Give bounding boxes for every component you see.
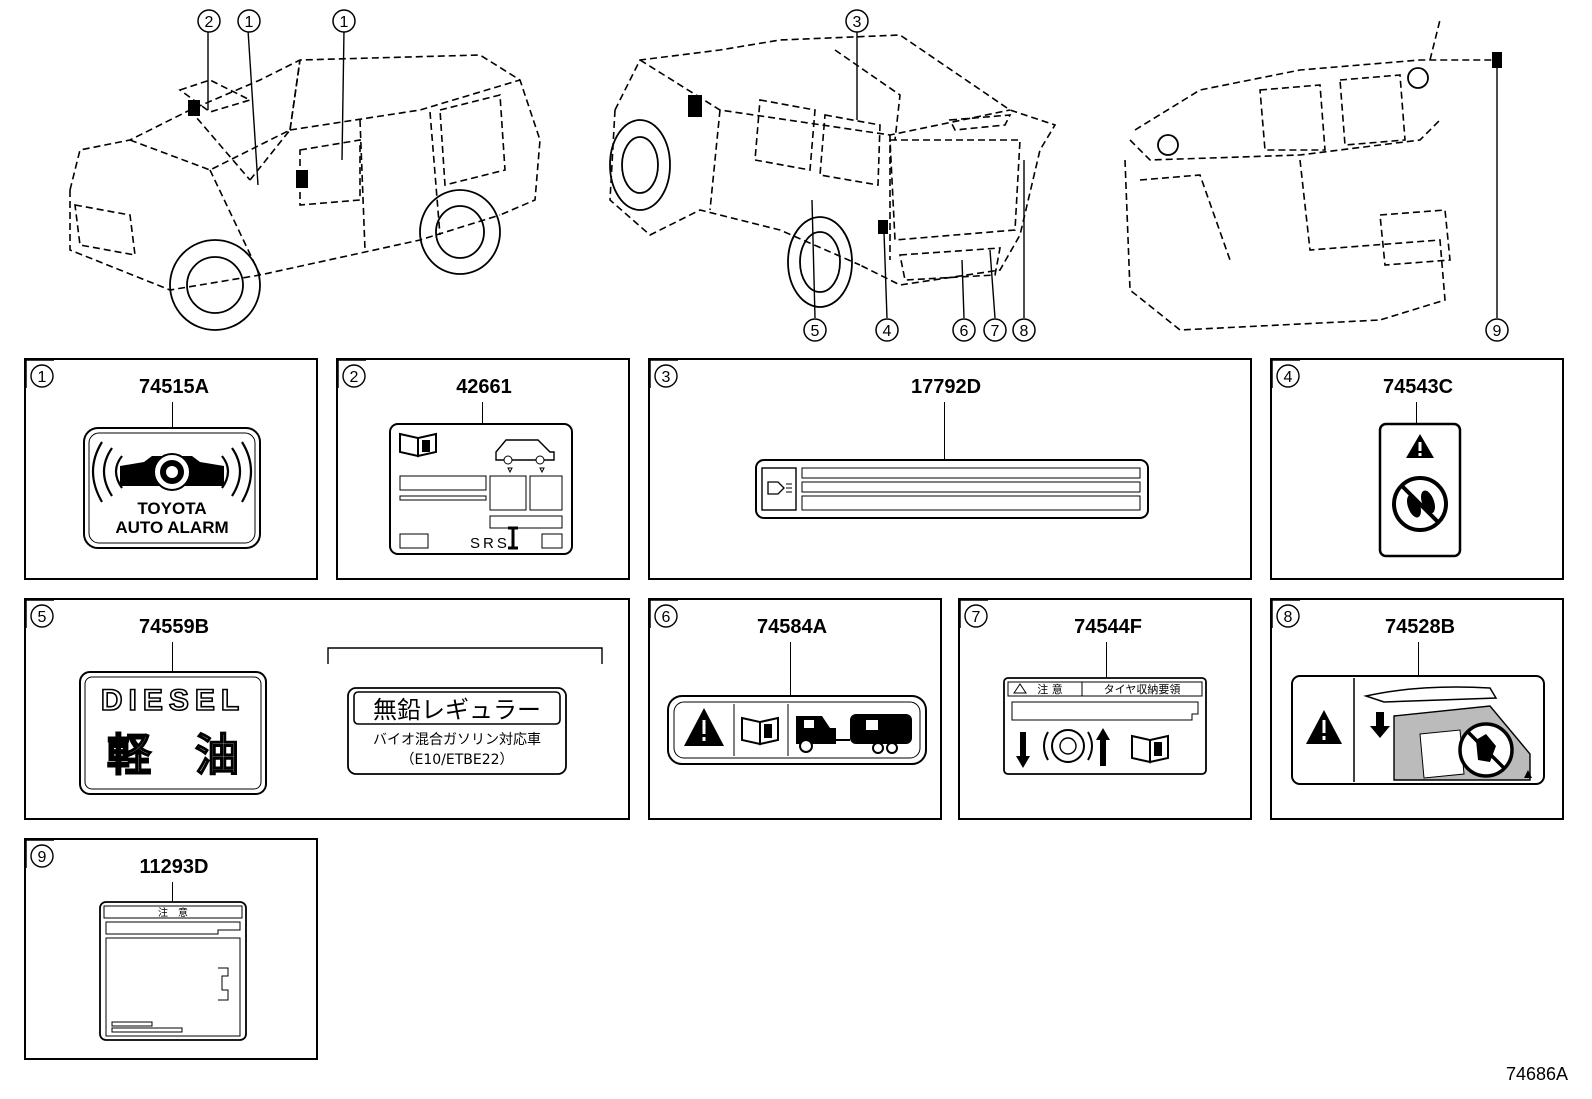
- svg-text:8: 8: [1284, 609, 1293, 626]
- manual-icon: [1131, 734, 1169, 764]
- leader-line: [172, 642, 173, 672]
- regular-line-2: （E10/ETBE22）: [400, 752, 513, 768]
- panel-number-badge: 9: [26, 840, 54, 868]
- callout-5-top: 5: [802, 317, 828, 348]
- panel-5: 5 74559B DIESEL 軽 油 無鉛レギュラー バイオ混合ガソリン対応車…: [24, 598, 630, 820]
- no-foot-icon: [1392, 476, 1448, 532]
- part-code: 74515A: [138, 376, 210, 398]
- svg-text:3: 3: [662, 369, 671, 386]
- callout-text: 6: [960, 323, 969, 340]
- panel-4: 4 74543C: [1270, 358, 1564, 580]
- manual-icon: [741, 716, 779, 746]
- vehicle-illustrations: [69, 19, 1502, 331]
- callout-text: 3: [853, 14, 862, 31]
- alarm-line-2: AUTO ALARM: [115, 518, 228, 537]
- panel-number-badge: 2: [338, 360, 366, 388]
- part-code: 74543C: [1382, 376, 1454, 398]
- caution-header: 注 意: [158, 906, 188, 919]
- leader-line: [944, 402, 945, 462]
- callout-text: 1: [245, 14, 254, 31]
- regular-line-1: バイオ混合ガソリン対応車: [373, 731, 541, 748]
- part-code: 42661: [456, 376, 512, 398]
- panel-number-badge: 1: [26, 360, 54, 388]
- leader-line: [172, 402, 173, 432]
- panel-number-badge: 4: [1272, 360, 1300, 388]
- callout-4-top: 4: [874, 317, 900, 348]
- alarm-line-1: TOYOTA: [137, 499, 206, 518]
- tire-storage-label: 注 意 タイヤ収納要領: [1003, 677, 1207, 775]
- callout-1b-top: 1: [331, 8, 357, 39]
- part-code: 74528B: [1384, 616, 1456, 638]
- towing-label: [667, 695, 927, 765]
- panel-8: 8 74528B: [1270, 598, 1564, 820]
- caution-notice-label: 注 意: [99, 901, 247, 1041]
- callout-9-top: 9: [1484, 317, 1510, 348]
- tire-storage-header: タイヤ収納要領: [1104, 682, 1181, 696]
- srs-label: SRS: [389, 423, 573, 555]
- panel-number-badge: 7: [960, 600, 988, 628]
- srs-text: SRS: [470, 535, 510, 552]
- truck-trailer-icon: [796, 714, 912, 754]
- callout-text: 7: [991, 323, 1000, 340]
- svg-text:2: 2: [350, 369, 359, 386]
- part-code: 74584A: [756, 616, 828, 638]
- leader-line: [1418, 642, 1419, 676]
- panel-number-badge: 3: [650, 360, 678, 388]
- leader-line: [1416, 402, 1417, 424]
- panel-2: 2 42661 SRS: [336, 358, 630, 580]
- callout-text: 8: [1020, 323, 1029, 340]
- leader-line: [172, 882, 173, 904]
- caution-header: 注 意: [1037, 682, 1063, 696]
- auto-alarm-label: TOYOTA AUTO ALARM: [83, 427, 261, 549]
- callout-text: 2: [205, 14, 214, 31]
- part-code: 74559B: [138, 616, 210, 638]
- diesel-jp-text: 軽 油: [107, 730, 239, 781]
- panel-7: 7 74544F 注 意 タイヤ収納要領: [958, 598, 1252, 820]
- panel-number-badge: 5: [26, 600, 54, 628]
- panel-9: 9 11293D 注 意: [24, 838, 318, 1060]
- callout-2-top: 2: [196, 8, 222, 39]
- leader-line: [482, 402, 483, 426]
- part-code: 17792D: [910, 376, 982, 398]
- panel-6: 6 74584A: [648, 598, 942, 820]
- diesel-label: DIESEL 軽 油: [79, 671, 267, 795]
- callout-3-top: 3: [844, 8, 870, 39]
- group-bracket: [327, 647, 603, 664]
- svg-text:5: 5: [38, 609, 47, 626]
- panel-number-badge: 8: [1272, 600, 1300, 628]
- leader-line: [790, 642, 791, 696]
- callout-text: 1: [340, 14, 349, 31]
- emission-label: [755, 459, 1149, 519]
- callout-text: 4: [883, 323, 892, 340]
- callout-1a-top: 1: [236, 8, 262, 39]
- svg-text:7: 7: [972, 609, 981, 626]
- diesel-text: DIESEL: [101, 684, 245, 717]
- regular-fuel-label: 無鉛レギュラー バイオ混合ガソリン対応車 （E10/ETBE22）: [347, 687, 567, 775]
- leader-line: [1106, 642, 1107, 678]
- panel-3: 3 17792D: [648, 358, 1252, 580]
- callout-6-top: 6: [951, 317, 977, 348]
- part-code: 74544F: [1074, 616, 1142, 638]
- figure-code: 74686A: [1505, 1064, 1568, 1084]
- svg-text:4: 4: [1284, 369, 1293, 386]
- panel-number-badge: 6: [650, 600, 678, 628]
- warning-no-step-label: [1378, 422, 1462, 558]
- svg-text:1: 1: [38, 369, 47, 386]
- callout-8-top: 8: [1011, 317, 1037, 348]
- callout-7-top: 7: [982, 317, 1008, 348]
- part-code: 11293D: [139, 856, 209, 878]
- manual-icon: [399, 432, 437, 458]
- back-door-warning-label: [1291, 675, 1545, 785]
- svg-text:6: 6: [662, 609, 671, 626]
- callout-text: 5: [811, 323, 820, 340]
- regular-title: 無鉛レギュラー: [373, 696, 541, 724]
- svg-text:9: 9: [38, 849, 47, 866]
- callout-text: 9: [1493, 323, 1502, 340]
- panel-1: 1 74515A TOYOTA AUTO ALARM: [24, 358, 318, 580]
